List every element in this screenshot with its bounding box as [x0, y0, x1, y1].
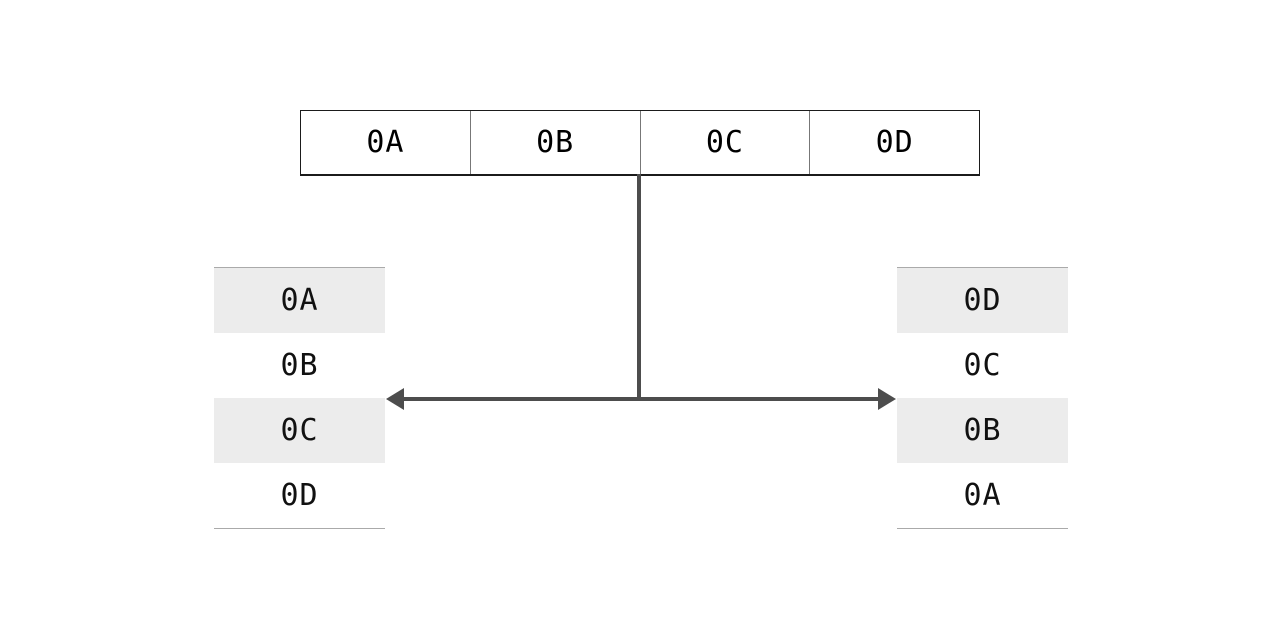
left-stack-row-2: 0C — [214, 398, 385, 463]
left-stack-row-1: 0B — [214, 333, 385, 398]
byte-cell-0: 0A — [301, 111, 471, 174]
byte-cell-1: 0B — [471, 111, 641, 174]
left-stack-row-label: 0C — [280, 412, 319, 448]
byte-cell-label: 0D — [875, 124, 914, 160]
left-stack-row-3: 0D — [214, 463, 385, 528]
right-stack-row-label: 0D — [963, 282, 1002, 318]
left-stack-row-label: 0A — [280, 282, 319, 318]
right-stack-row-2: 0B — [897, 398, 1068, 463]
byte-cell-label: 0A — [366, 124, 405, 160]
arrow-right-head-icon — [878, 388, 896, 410]
byte-cell-3: 0D — [810, 111, 979, 174]
left-stack-row-0: 0A — [214, 268, 385, 333]
left-byte-stack: 0A 0B 0C 0D — [214, 267, 385, 529]
left-stack-row-label: 0D — [280, 477, 319, 513]
arrow-left-head-icon — [386, 388, 404, 410]
byte-cell-label: 0C — [705, 124, 744, 160]
right-stack-row-1: 0C — [897, 333, 1068, 398]
horizontal-arrow-line — [392, 397, 892, 401]
byte-sequence-table: 0A 0B 0C 0D — [300, 110, 980, 176]
right-stack-row-0: 0D — [897, 268, 1068, 333]
right-stack-row-3: 0A — [897, 463, 1068, 528]
right-stack-row-label: 0A — [963, 477, 1002, 513]
left-stack-row-label: 0B — [280, 347, 319, 383]
byte-cell-2: 0C — [641, 111, 811, 174]
right-stack-row-label: 0C — [963, 347, 1002, 383]
right-byte-stack: 0D 0C 0B 0A — [897, 267, 1068, 529]
right-stack-row-label: 0B — [963, 412, 1002, 448]
vertical-connector-line — [637, 174, 641, 401]
byte-cell-label: 0B — [536, 124, 575, 160]
